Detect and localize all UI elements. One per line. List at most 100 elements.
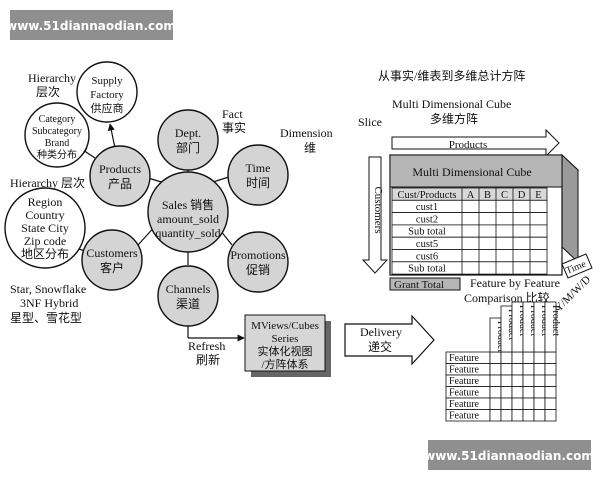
svg-text:Subcategory: Subcategory (32, 126, 82, 137)
svg-text:客户: 客户 (100, 260, 124, 275)
svg-text:种类分布: 种类分布 (37, 148, 77, 161)
svg-text:供应商: 供应商 (91, 101, 124, 115)
refresh-label: Refresh (188, 339, 225, 353)
cube-table-row: cust5 (391, 236, 548, 250)
svg-text:渠道: 渠道 (176, 297, 200, 311)
feature-row-label: Feature (449, 365, 480, 376)
svg-text:Promotions: Promotions (230, 248, 286, 262)
feature-cmp-label1: Feature by Feature (470, 276, 560, 290)
feature-row-label: Feature (449, 399, 480, 410)
feature-row: Feature (445, 409, 557, 422)
delivery-arrow (344, 314, 435, 366)
feature-row-label: Feature (449, 411, 480, 422)
cube-header-cell: A (467, 190, 475, 201)
sales-center-node: Sales 销售 amount_sold quantity_sold (147, 171, 229, 253)
svg-text:地区分布: 地区分布 (21, 247, 69, 261)
channels-node: Channels 渠道 (157, 265, 219, 327)
cube-table-row: cust2 (391, 212, 548, 225)
products-arrow (391, 128, 560, 158)
svg-text:quantity_sold: quantity_sold (155, 226, 220, 240)
svg-text:Customers: Customers (86, 246, 138, 260)
category-node: Category Subcategory Brand 种类分布 (24, 102, 90, 168)
grant-total-label: Grant Total (394, 279, 444, 291)
svg-text:/方阵体系: /方阵体系 (261, 357, 308, 371)
cube-header-cell: C (501, 190, 508, 201)
svg-text:Supply: Supply (91, 75, 123, 87)
svg-text:产品: 产品 (108, 177, 132, 191)
svg-text:Country: Country (25, 208, 64, 222)
customers-arrow (361, 156, 389, 274)
cube-row-label: cust6 (416, 251, 438, 262)
hierarchy-top-label: Hierarchy (28, 71, 76, 85)
mviews-box: MViews/Cubes Series 实体化视图 /方阵体系 (244, 314, 331, 377)
time-node: Time 时间 (227, 144, 289, 206)
product-column-label: Product (495, 321, 506, 352)
product-column-label: Product (550, 305, 561, 336)
feature-cmp-label2: Comparison 比较 (464, 290, 550, 305)
svg-text:促销: 促销 (246, 263, 270, 277)
watermark-top-bg (10, 10, 173, 40)
watermark-bottom-bg (428, 440, 591, 470)
cube-row-label: Sub total (408, 264, 446, 275)
svg-text:部门: 部门 (176, 140, 200, 155)
promotions-node: Promotions 促销 (227, 231, 289, 293)
product-column-label: Product (506, 309, 517, 340)
cube-row-label: cust5 (416, 239, 438, 250)
customers-arrow-label: Customers (372, 186, 384, 233)
feature-matrix: FeatureFeatureFeatureFeatureFeatureFeatu… (445, 301, 561, 422)
grant-total-box (389, 277, 461, 291)
cube-table-row: Sub total (391, 224, 548, 238)
feature-row-label: Feature (449, 376, 480, 387)
supply-node: Supply Factory 供应商 (76, 61, 138, 123)
delivery-label-zh: 递交 (368, 339, 392, 354)
cube-header-cell: Cust/Products (398, 190, 457, 201)
svg-text:MViews/Cubes: MViews/Cubes (251, 320, 319, 332)
fact-label: Fact (222, 107, 243, 121)
watermark-top: www.51diannaodian.com (6, 19, 176, 33)
product-column-label: Product (539, 305, 550, 336)
feature-row: Feature (445, 397, 557, 410)
feature-row-label: Feature (449, 388, 480, 399)
feature-row: Feature (445, 351, 557, 364)
dimension-label: Dimension (280, 126, 333, 140)
product-column-label: Product (528, 305, 539, 336)
cube-header-cell: B (484, 190, 491, 201)
svg-text:Zip code: Zip code (24, 234, 66, 248)
svg-text:时间: 时间 (246, 176, 270, 190)
cube-row-label: cust2 (416, 214, 438, 225)
delivery-label: Delivery (360, 325, 402, 339)
fact-label-zh: 事实 (222, 120, 246, 135)
cube-caption-zh: 从事实/维表到多维总计方阵 (378, 68, 525, 83)
region-node: Region Country State City Zip code 地区分布 (4, 187, 86, 269)
svg-text:Sales 销售: Sales 销售 (162, 197, 214, 212)
svg-text:Category: Category (39, 114, 76, 125)
cube-header-cell: E (535, 190, 541, 201)
cube-table-row: cust1 (391, 199, 548, 213)
svg-text:Products: Products (99, 162, 141, 176)
svg-text:Series: Series (272, 333, 299, 345)
cube-row-label: cust1 (416, 202, 438, 213)
customers-node: Customers 客户 (81, 229, 143, 291)
slice-label: Slice (358, 115, 382, 129)
hierarchy-top-label-zh: 层次 (36, 85, 60, 99)
watermark-bottom: www.51diannaodian.com (424, 449, 594, 463)
time-box (561, 253, 593, 279)
svg-text:Factory: Factory (90, 89, 124, 101)
svg-text:Dept.: Dept. (175, 126, 201, 140)
feature-row: Feature (445, 374, 557, 387)
svg-text:Region: Region (28, 195, 63, 209)
feature-row-label: Feature (449, 353, 480, 364)
cube-row-label: Sub total (408, 227, 446, 238)
svg-text:Time: Time (246, 161, 271, 175)
refresh-label-zh: 刷新 (196, 352, 220, 367)
svg-text:Channels: Channels (166, 282, 211, 296)
products-node: Products 产品 (89, 145, 151, 207)
svg-text:State City: State City (21, 221, 69, 235)
cube-title: Multi Dimensional Cube (412, 165, 531, 179)
cube-header-cell: D (518, 190, 526, 201)
svg-text:Brand: Brand (45, 138, 69, 149)
